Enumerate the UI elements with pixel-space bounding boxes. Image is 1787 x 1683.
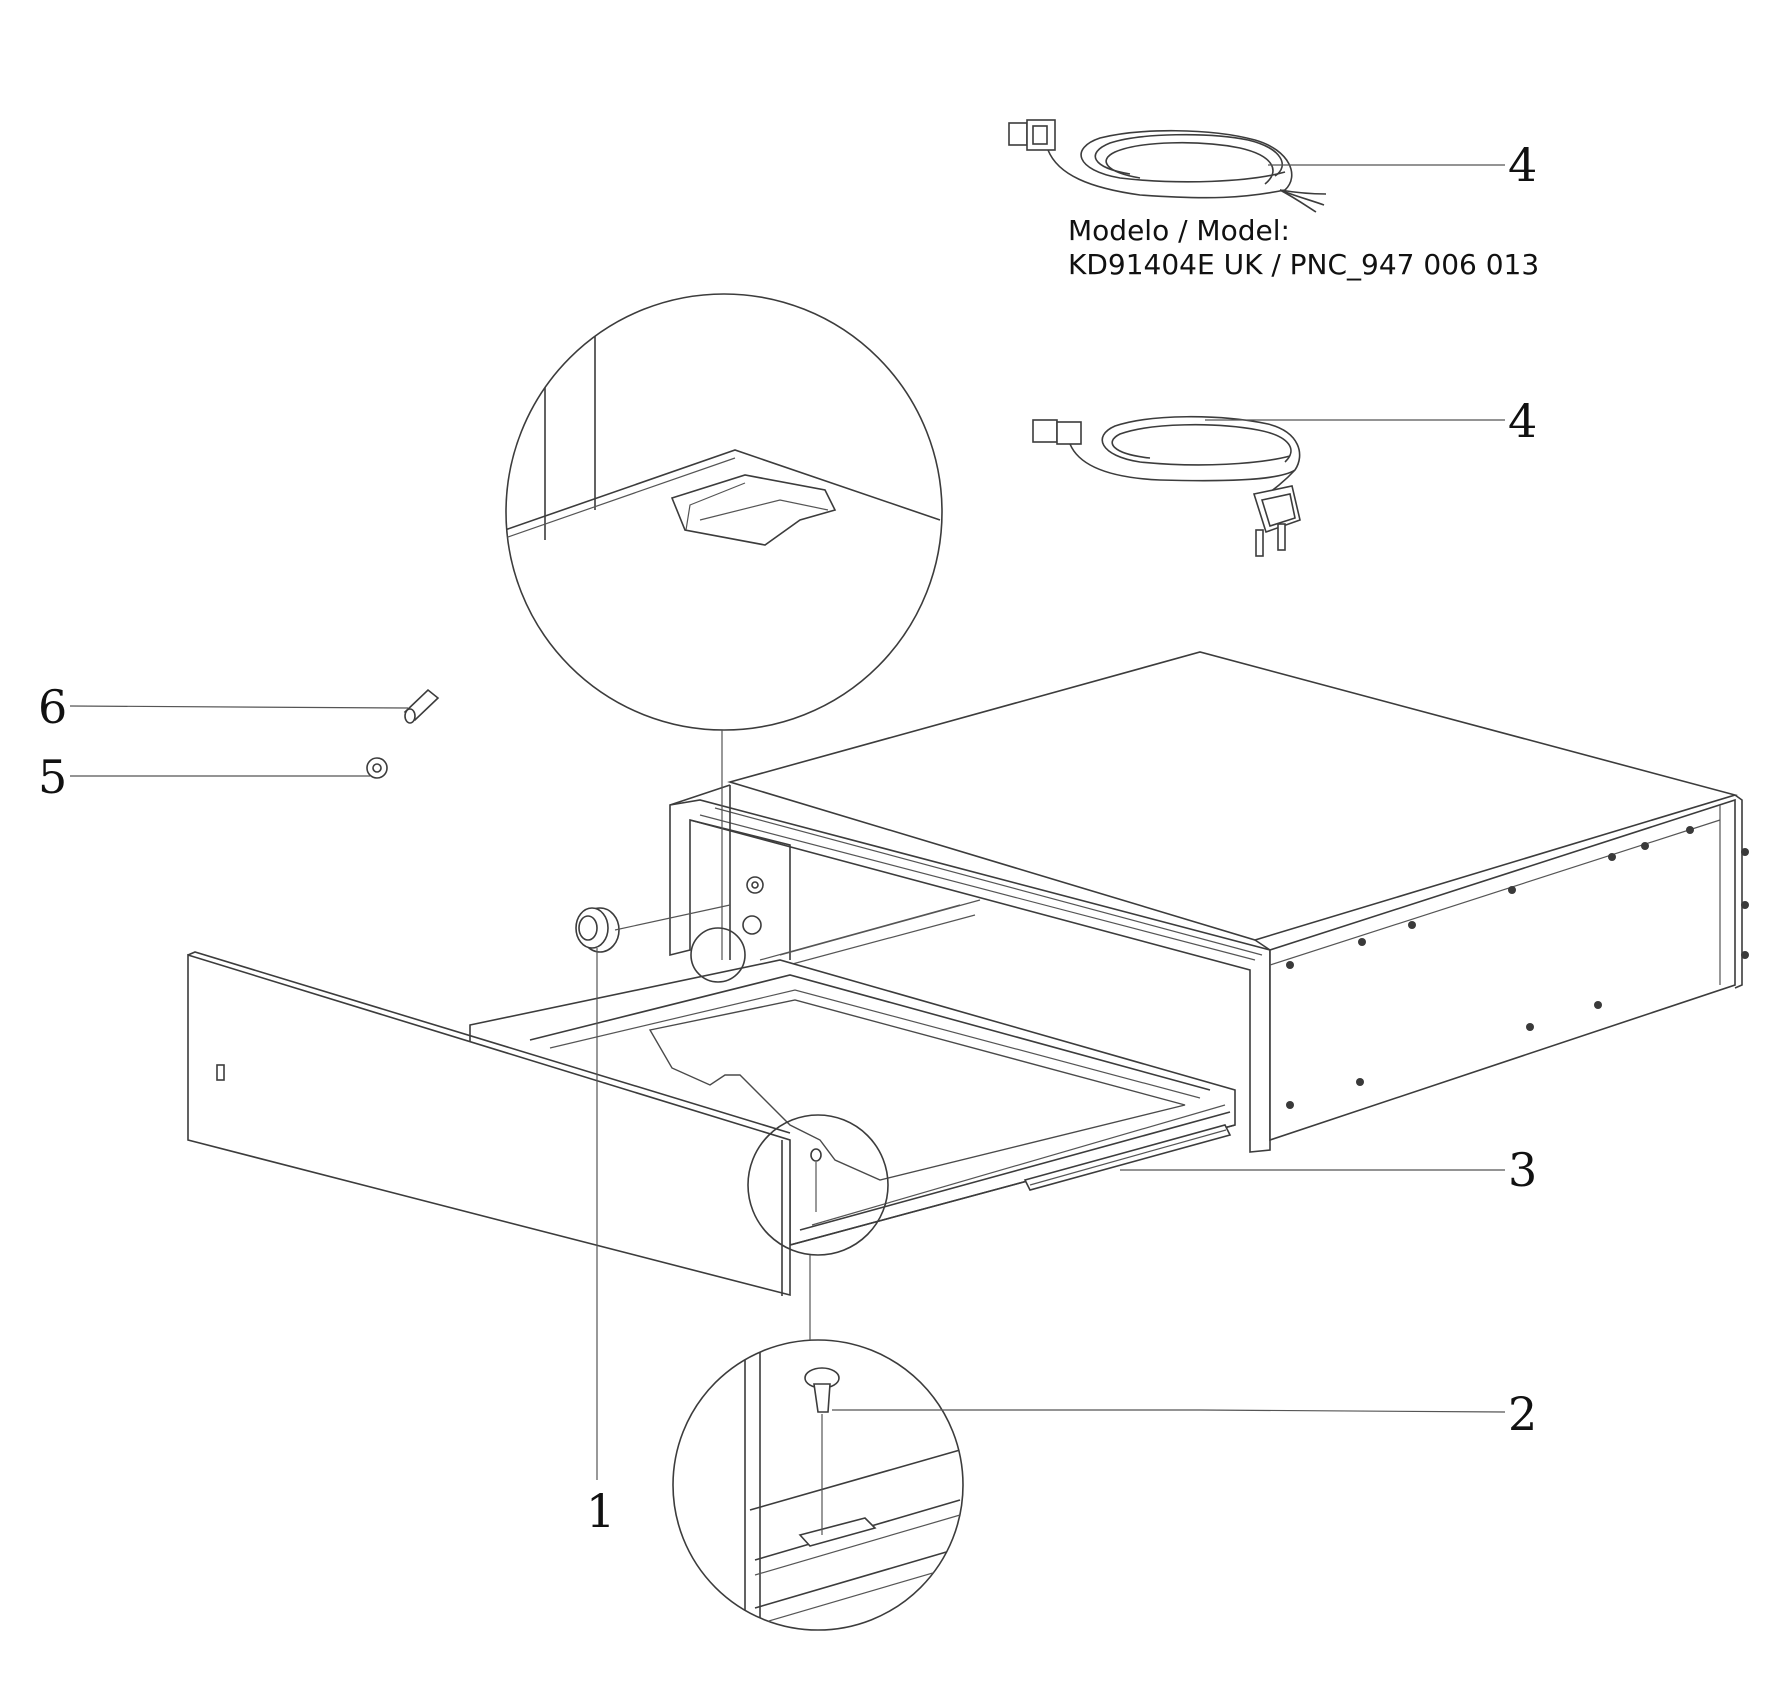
callout-leaders: [69, 164, 1506, 1480]
drawer-front-panel: [187, 951, 791, 1297]
detail-circle-bottom: [672, 1339, 964, 1631]
nut-part: [366, 757, 388, 779]
housing-rivets: [1286, 826, 1749, 1109]
callout-2-screw: 2: [1508, 1387, 1537, 1441]
pin-part: [403, 688, 440, 724]
callout-4-eu-cord: 4: [1508, 394, 1537, 448]
callout-6-pin: 6: [38, 680, 67, 734]
callout-4-uk-cord: 4: [1508, 138, 1537, 192]
callout-1-knob: 1: [586, 1484, 615, 1538]
knob-part: [575, 904, 731, 953]
model-caption-line2: KD91404E UK / PNC_947 006 013: [1068, 248, 1539, 281]
detail-bottom-marker: [747, 1114, 889, 1340]
detail-top-marker: [690, 927, 746, 983]
model-caption-line1: Modelo / Model:: [1068, 214, 1290, 247]
power-cord-uk: [1008, 119, 1327, 213]
detail-circle-top: [505, 293, 943, 731]
power-cord-eu: [1032, 415, 1301, 557]
callout-3-runner: 3: [1508, 1143, 1537, 1197]
callout-5-nut: 5: [38, 750, 67, 804]
